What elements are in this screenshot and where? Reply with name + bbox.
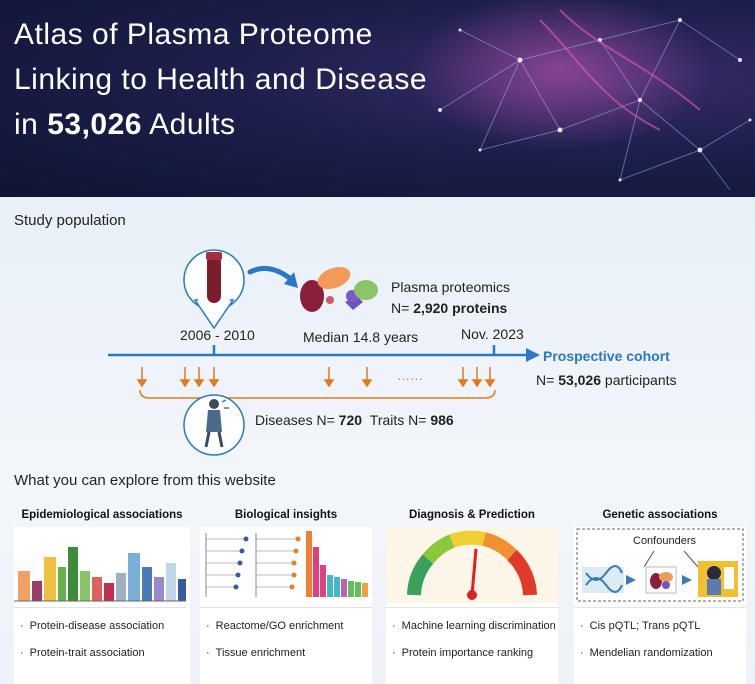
participants-prefix: N= [536, 372, 555, 388]
diseases-prefix: Diseases N= [255, 412, 335, 428]
card-separator [386, 607, 558, 608]
confounders-label: Confounders [633, 535, 696, 547]
hero-title-count: 53,026 [47, 108, 142, 141]
card-biological[interactable]: Reactome/GO enrichment Tissue enrichment [200, 527, 372, 684]
study-timeline-graphic [108, 249, 540, 456]
timeline-ellipsis: …… [397, 368, 423, 383]
prospective-cohort-label: Prospective cohort [543, 348, 670, 364]
proteins-count-value: 2,920 proteins [413, 300, 508, 316]
manhattan-plot-thumbnail [14, 547, 186, 602]
item-mendelian[interactable]: Mendelian randomization [580, 647, 713, 659]
item-reactome-go[interactable]: Reactome/GO enrichment [206, 620, 344, 632]
proteomics-label: Plasma proteomics [391, 279, 511, 295]
card-epidemiological[interactable]: Protein-disease association Protein-trai… [14, 527, 190, 684]
hero-title-line1: Atlas of Plasma Proteome [14, 18, 373, 51]
card-title-diagnosis: Diagnosis & Prediction [409, 509, 535, 521]
traits-value: 986 [430, 412, 454, 428]
item-protein-disease[interactable]: Protein-disease association [20, 620, 165, 632]
enrichment-chart-thumbnail [205, 531, 368, 597]
hero-banner: Atlas of Plasma Proteome Linking to Heal… [0, 0, 755, 197]
patient-icon [183, 394, 245, 456]
protein-icon [645, 566, 677, 594]
hero-title: Atlas of Plasma Proteome Linking to Heal… [14, 12, 427, 147]
item-machine-learning[interactable]: Machine learning discrimination [392, 620, 556, 632]
proteins-count-prefix: N= [391, 300, 410, 316]
participants-value: 53,026 [558, 372, 602, 388]
item-pqtl[interactable]: Cis pQTL; Trans pQTL [580, 620, 701, 632]
hero-title-line3-suffix: Adults [149, 108, 236, 141]
blood-tube-icon [183, 249, 245, 330]
proteins-icon [300, 266, 378, 312]
item-tissue-enrichment[interactable]: Tissue enrichment [206, 647, 305, 659]
hero-title-line3: in 53,026 Adults [14, 102, 427, 147]
explore-heading: What you can explore from this website [14, 472, 276, 489]
item-protein-importance[interactable]: Protein importance ranking [392, 647, 533, 659]
participants-suffix: participants [604, 372, 677, 388]
proteins-count: N= 2,920 proteins [391, 300, 507, 316]
diseases-value: 720 [338, 412, 363, 428]
card-title-genetic: Genetic associations [602, 509, 718, 521]
study-population-heading: Study population [14, 212, 126, 229]
card-separator [14, 607, 186, 608]
gauge-thumbnail [386, 527, 558, 603]
end-date-label: Nov. 2023 [461, 326, 524, 342]
hero-title-line3-prefix: in [14, 108, 39, 141]
card-separator [200, 607, 372, 608]
network-graphic [410, 0, 752, 191]
card-title-epidemiological: Epidemiological associations [21, 509, 183, 521]
traits-prefix: Traits N= [369, 412, 427, 428]
item-protein-trait[interactable]: Protein-trait association [20, 647, 145, 659]
start-years-label: 2006 - 2010 [180, 327, 255, 343]
outcomes-count: Diseases N= 720 Traits N= 986 [255, 412, 454, 428]
dna-icon [582, 565, 624, 593]
participants-count: N= 53,026 participants [536, 372, 677, 388]
card-diagnosis[interactable]: Machine learning discrimination Protein … [386, 527, 558, 684]
median-followup-label: Median 14.8 years [303, 329, 419, 345]
hero-title-line2: Linking to Health and Disease [14, 63, 428, 96]
card-title-biological: Biological insights [234, 509, 338, 521]
card-separator [574, 607, 746, 608]
mendelian-diagram-thumbnail [576, 528, 744, 602]
person-icon [698, 561, 738, 597]
card-genetic[interactable]: Confounders Cis pQTL; Trans pQTL Mendeli… [574, 527, 746, 684]
